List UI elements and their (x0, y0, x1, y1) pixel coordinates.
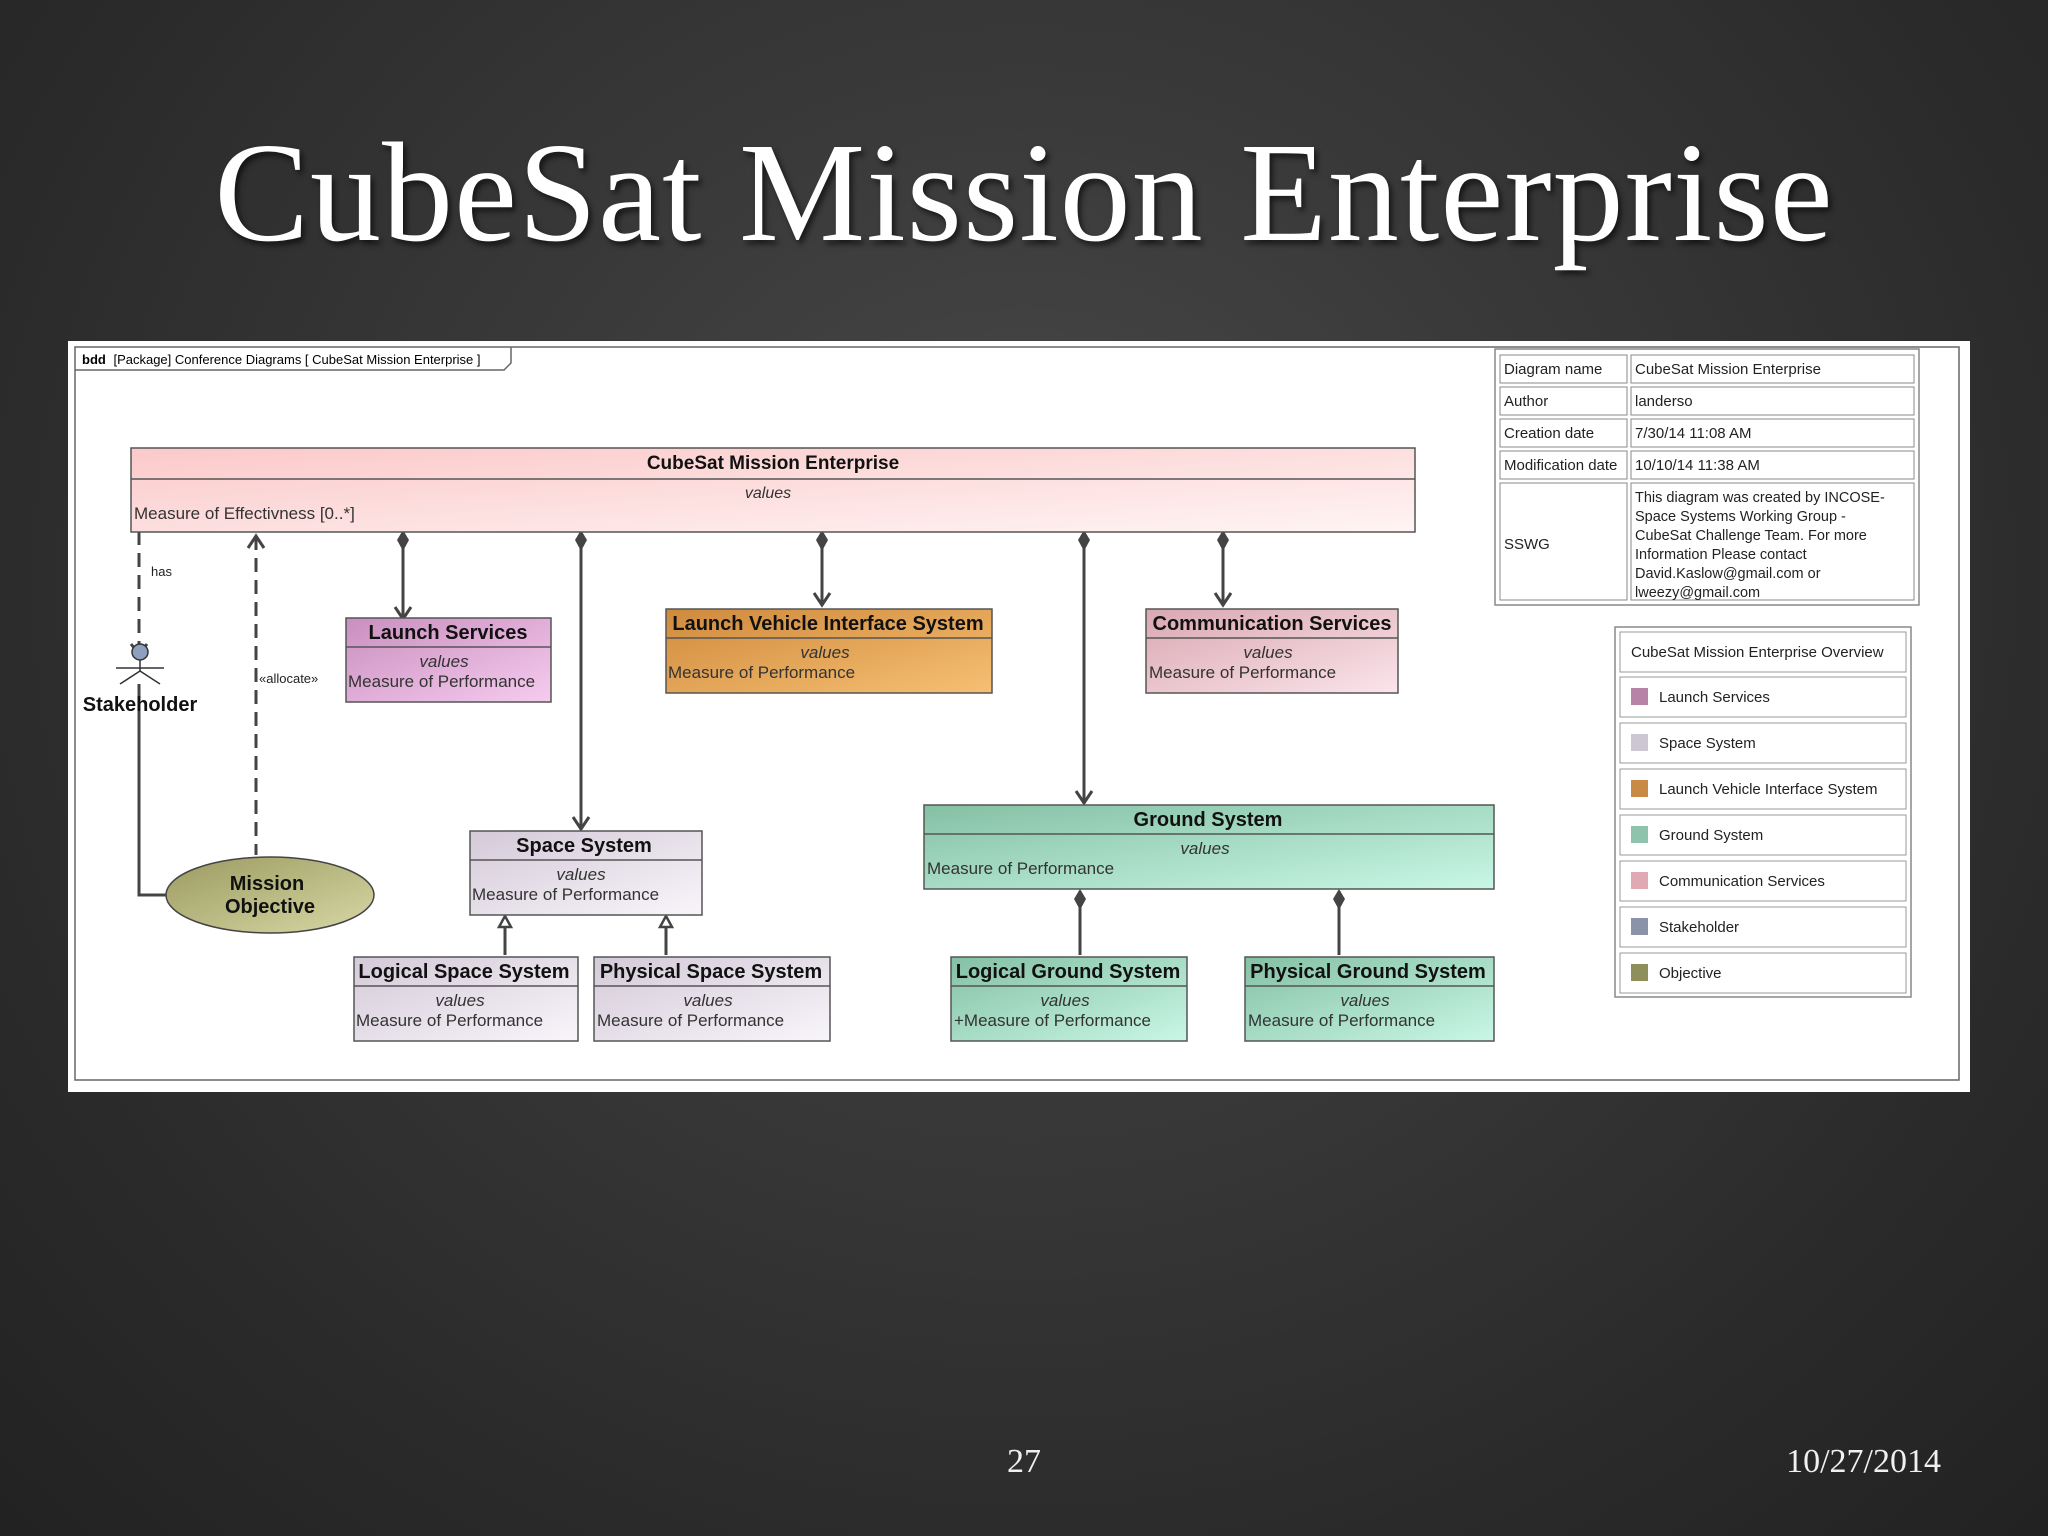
block-launch-vehicle-interface-system[interactable]: Launch Vehicle Interface System values M… (665, 608, 993, 694)
objective-mission[interactable]: Mission Objective (165, 856, 375, 934)
relation-label-has: has (151, 564, 172, 579)
legend-swatch-ground-system (1631, 826, 1648, 843)
frame-label-tab (75, 347, 512, 371)
block-name: Physical Space System (600, 961, 822, 983)
info-key-creation-date: Creation date (1504, 425, 1594, 442)
legend-item-communication-services: Communication Services (1619, 860, 1907, 902)
block-physical-space-system[interactable]: Physical Space System values Measure of … (593, 956, 831, 1042)
block-physical-ground-system[interactable]: Physical Ground System values Measure of… (1244, 956, 1495, 1042)
info-key-author: Author (1504, 393, 1548, 410)
svg-text:Stakeholder: Stakeholder (1659, 919, 1739, 936)
legend-swatch-communication-services (1631, 872, 1648, 889)
compartment-label: values (1040, 991, 1090, 1010)
block-property: Measure of Performance (1248, 1011, 1435, 1030)
legend-swatch-stakeholder (1631, 918, 1648, 935)
actor-name: Stakeholder (83, 694, 198, 716)
link-stakeholder-objective (137, 684, 172, 897)
legend-item-objective: Objective (1619, 952, 1907, 994)
legend-swatch-space-system (1631, 734, 1648, 751)
legend-item-launch-services: Launch Services (1619, 676, 1907, 718)
compartment-label: values (800, 643, 850, 662)
compartment-label: values (419, 652, 469, 671)
info-table: Diagram name CubeSat Mission Enterprise … (1494, 348, 1920, 606)
block-name: Physical Ground System (1250, 961, 1486, 983)
frame-kind: bdd (82, 352, 106, 367)
legend-item-lvis: Launch Vehicle Interface System (1619, 768, 1907, 810)
info-key-sswg: SSWG (1504, 536, 1550, 553)
info-value-modification-date: 10/10/14 11:38 AM (1635, 457, 1760, 474)
block-cubesat-mission-enterprise[interactable]: CubeSat Mission Enterprise values Measur… (130, 447, 1416, 533)
block-logical-space-system[interactable]: Logical Space System values Measure of P… (353, 956, 579, 1042)
block-communication-services[interactable]: Communication Services values Measure of… (1145, 608, 1399, 694)
info-value-sswg: This diagram was created by INCOSE- Spac… (1635, 490, 1889, 601)
info-key-diagram-name: Diagram name (1504, 361, 1602, 378)
info-value-author: landerso (1635, 393, 1693, 410)
block-name: Space System (516, 835, 652, 857)
compartment-label: values (1340, 991, 1390, 1010)
block-property: Measure of Performance (356, 1011, 543, 1030)
block-property: Measure of Performance (668, 663, 855, 682)
block-property: +Measure of Performance (954, 1011, 1151, 1030)
diagram-panel: bdd [Package] Conference Diagrams [ Cube… (68, 341, 1970, 1092)
svg-text:Launch Services: Launch Services (1659, 689, 1770, 706)
actor-stakeholder[interactable]: Stakeholder (83, 643, 198, 716)
compartment-label: values (683, 991, 733, 1010)
info-value-diagram-name: CubeSat Mission Enterprise (1635, 361, 1821, 378)
block-name: Communication Services (1153, 613, 1392, 635)
slide-title: CubeSat Mission Enterprise (214, 113, 1834, 271)
block-name: CubeSat Mission Enterprise (647, 453, 899, 474)
objective-line1: Mission (230, 873, 304, 895)
relation-label-allocate: «allocate» (259, 671, 318, 686)
block-ground-system[interactable]: Ground System values Measure of Performa… (923, 804, 1495, 890)
actor-head-icon (131, 643, 149, 661)
composition-diamonds (397, 530, 1345, 910)
block-property: Measure of Performance (1149, 663, 1336, 682)
compartment-label: values (556, 865, 606, 884)
block-property: Measure of Performance (472, 885, 659, 904)
block-space-system[interactable]: Space System values Measure of Performan… (469, 830, 703, 916)
block-property: Measure of Performance (597, 1011, 784, 1030)
block-property: Measure of Effectivness [0..*] (134, 504, 355, 523)
legend-item-ground-system: Ground System (1619, 814, 1907, 856)
compartment-label: values (435, 991, 485, 1010)
legend-swatch-objective (1631, 964, 1648, 981)
info-value-creation-date: 7/30/14 11:08 AM (1635, 425, 1751, 442)
svg-text:bdd [Package] Conference D: bdd [Package] Conference Diagrams [ Cube… (82, 352, 481, 367)
legend-swatch-lvis (1631, 780, 1648, 797)
dashed-connectors (137, 531, 258, 855)
slide-date: 10/27/2014 (1786, 1443, 1941, 1480)
block-name: Launch Vehicle Interface System (672, 613, 983, 635)
bdd-diagram: bdd [Package] Conference Diagrams [ Cube… (74, 346, 1960, 1081)
legend: CubeSat Mission Enterprise Overview Laun… (1614, 626, 1912, 998)
legend-swatch-launch-services (1631, 688, 1648, 705)
svg-text:Space System: Space System (1659, 735, 1756, 752)
block-logical-ground-system[interactable]: Logical Ground System values +Measure of… (950, 956, 1188, 1042)
diagram-frame (74, 346, 1960, 1081)
block-launch-services[interactable]: Launch Services values Measure of Perfor… (345, 617, 552, 703)
svg-text:Ground System: Ground System (1659, 827, 1763, 844)
page-number: 27 (1007, 1443, 1041, 1480)
legend-title: CubeSat Mission Enterprise Overview (1631, 644, 1884, 661)
block-name: Ground System (1134, 809, 1283, 831)
compartment-label: values (1243, 643, 1293, 662)
block-property: Measure of Performance (348, 672, 535, 691)
legend-item-space-system: Space System (1619, 722, 1907, 764)
frame-label: [Package] Conference Diagrams [ CubeSat … (113, 352, 480, 367)
block-property: Measure of Performance (927, 859, 1114, 878)
svg-text:Launch Vehicle Interface Syste: Launch Vehicle Interface System (1659, 781, 1877, 798)
compartment-label: values (1180, 839, 1230, 858)
legend-item-stakeholder: Stakeholder (1619, 906, 1907, 948)
block-name: Launch Services (369, 622, 528, 644)
svg-text:Communication Services: Communication Services (1659, 873, 1825, 890)
svg-text:Objective: Objective (1659, 965, 1722, 982)
info-key-modification-date: Modification date (1504, 457, 1617, 474)
block-name: Logical Space System (358, 961, 569, 983)
generalization-triangles (496, 913, 675, 929)
block-name: Logical Ground System (956, 961, 1180, 983)
objective-line2: Objective (225, 896, 315, 918)
compartment-label: values (745, 485, 791, 502)
